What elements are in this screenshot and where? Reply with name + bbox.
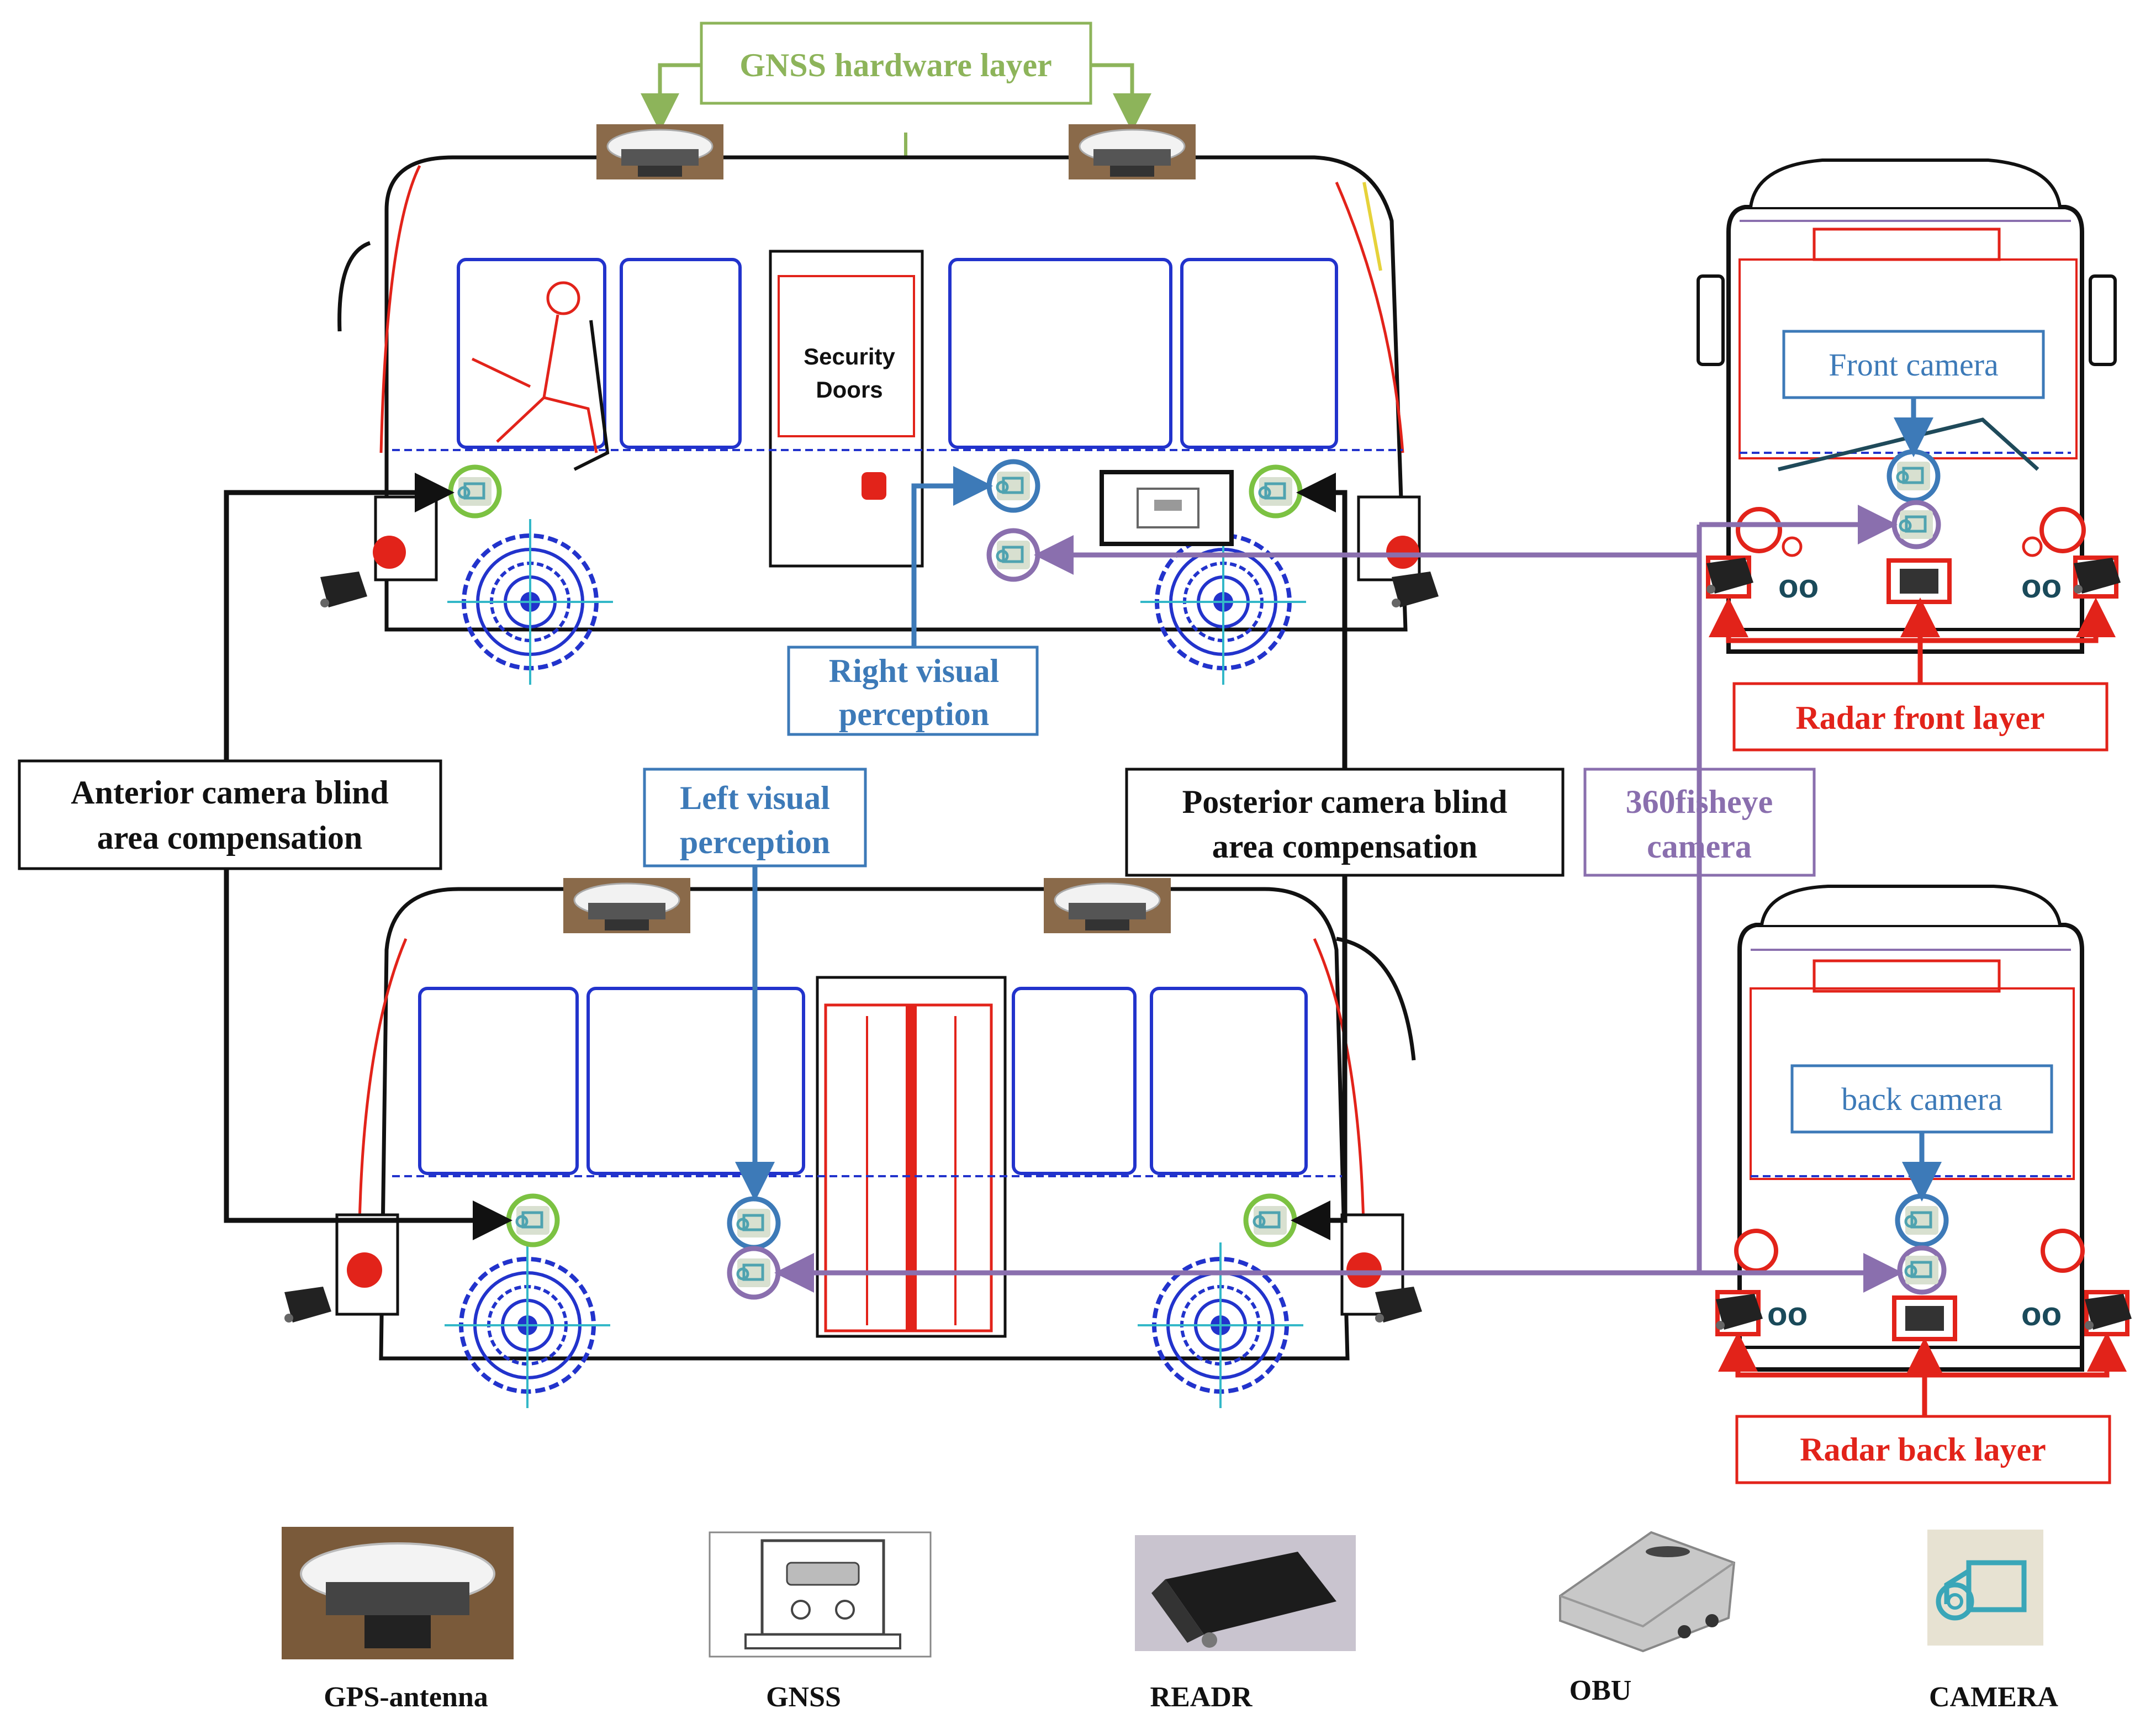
front-camera-label: Front camera — [1829, 347, 1999, 383]
front-camera-callout: Front camera — [1782, 330, 2045, 457]
obu-unit-icon — [1559, 1531, 1736, 1653]
legend-item-obu: OBU — [1559, 1531, 1736, 1706]
posterior-label-line2: area compensation — [1212, 828, 1478, 865]
radar-back-layer-label: Radar back layer — [1800, 1431, 2046, 1468]
right-visual-label-line1: Right visual — [829, 653, 999, 689]
posterior-label-line1: Posterior camera blind — [1182, 784, 1508, 820]
svg-text:oo: oo — [2021, 1295, 2062, 1332]
bus-left-side-view — [284, 877, 1422, 1408]
right-visual-label-line2: perception — [839, 696, 989, 732]
back-camera-label: back camera — [1841, 1081, 2002, 1117]
svg-text:oo: oo — [2021, 568, 2062, 605]
radar-front-layer-label: Radar front layer — [1795, 700, 2044, 736]
security-doors-label-line1: Security — [804, 343, 895, 369]
gnss-hardware-layer-box — [700, 22, 1092, 105]
legend-item-camera: CAMERA — [1927, 1530, 2058, 1713]
right-visual-perception-callout: Right visual perception — [787, 466, 1039, 736]
legend-label: OBU — [1570, 1675, 1632, 1706]
anterior-label-line2: area compensation — [97, 819, 363, 856]
radar-front-layer-callout: Radar front layer — [1709, 597, 2116, 752]
camera-icon — [1927, 1530, 2043, 1646]
left-visual-label-line1: Left visual — [680, 780, 830, 816]
fisheye-camera-callout: 360fisheye camera — [774, 505, 1903, 1293]
door-handle-icon — [862, 472, 886, 500]
posterior-blind-area-callout: Posterior camera blind area compensation — [1125, 473, 1565, 1240]
svg-text:oo: oo — [1767, 1295, 1808, 1332]
gps-antenna-icon — [282, 1527, 514, 1659]
back-camera-callout: back camera — [1790, 1064, 2053, 1202]
driver-seat-icon — [471, 281, 598, 453]
radar-unit-icon — [1135, 1535, 1356, 1651]
legend-label: GPS-antenna — [324, 1681, 488, 1713]
security-doors-label-line2: Doors — [816, 377, 883, 403]
left-visual-label-line2: perception — [680, 824, 830, 860]
svg-text:oo: oo — [1778, 568, 1819, 605]
left-visual-perception-callout: Left visual perception — [643, 768, 867, 1202]
legend-label: READR — [1150, 1681, 1253, 1713]
legend-label: CAMERA — [1929, 1681, 2058, 1713]
legend-item-gps-antenna: GPS-antenna — [282, 1527, 514, 1713]
bus-front-view: oo oo — [1697, 158, 2121, 654]
gnss-receiver-icon — [709, 1531, 932, 1658]
radar-back-layer-callout: Radar back layer — [1718, 1332, 2127, 1484]
legend-item-readr: READR — [1135, 1535, 1356, 1713]
anterior-blind-area-callout: Anterior camera blind area compensation — [18, 473, 512, 1240]
anterior-label-line1: Anterior camera blind — [71, 774, 388, 811]
legend-item-gnss: GNSS — [709, 1531, 932, 1713]
legend: GPS-antenna GNSS READR — [282, 1527, 2058, 1713]
gnss-hardware-layer-label: GNSS hardware layer — [739, 47, 1052, 83]
bus-right-side-view: Security Doors — [320, 123, 1439, 685]
legend-label: GNSS — [766, 1681, 841, 1713]
